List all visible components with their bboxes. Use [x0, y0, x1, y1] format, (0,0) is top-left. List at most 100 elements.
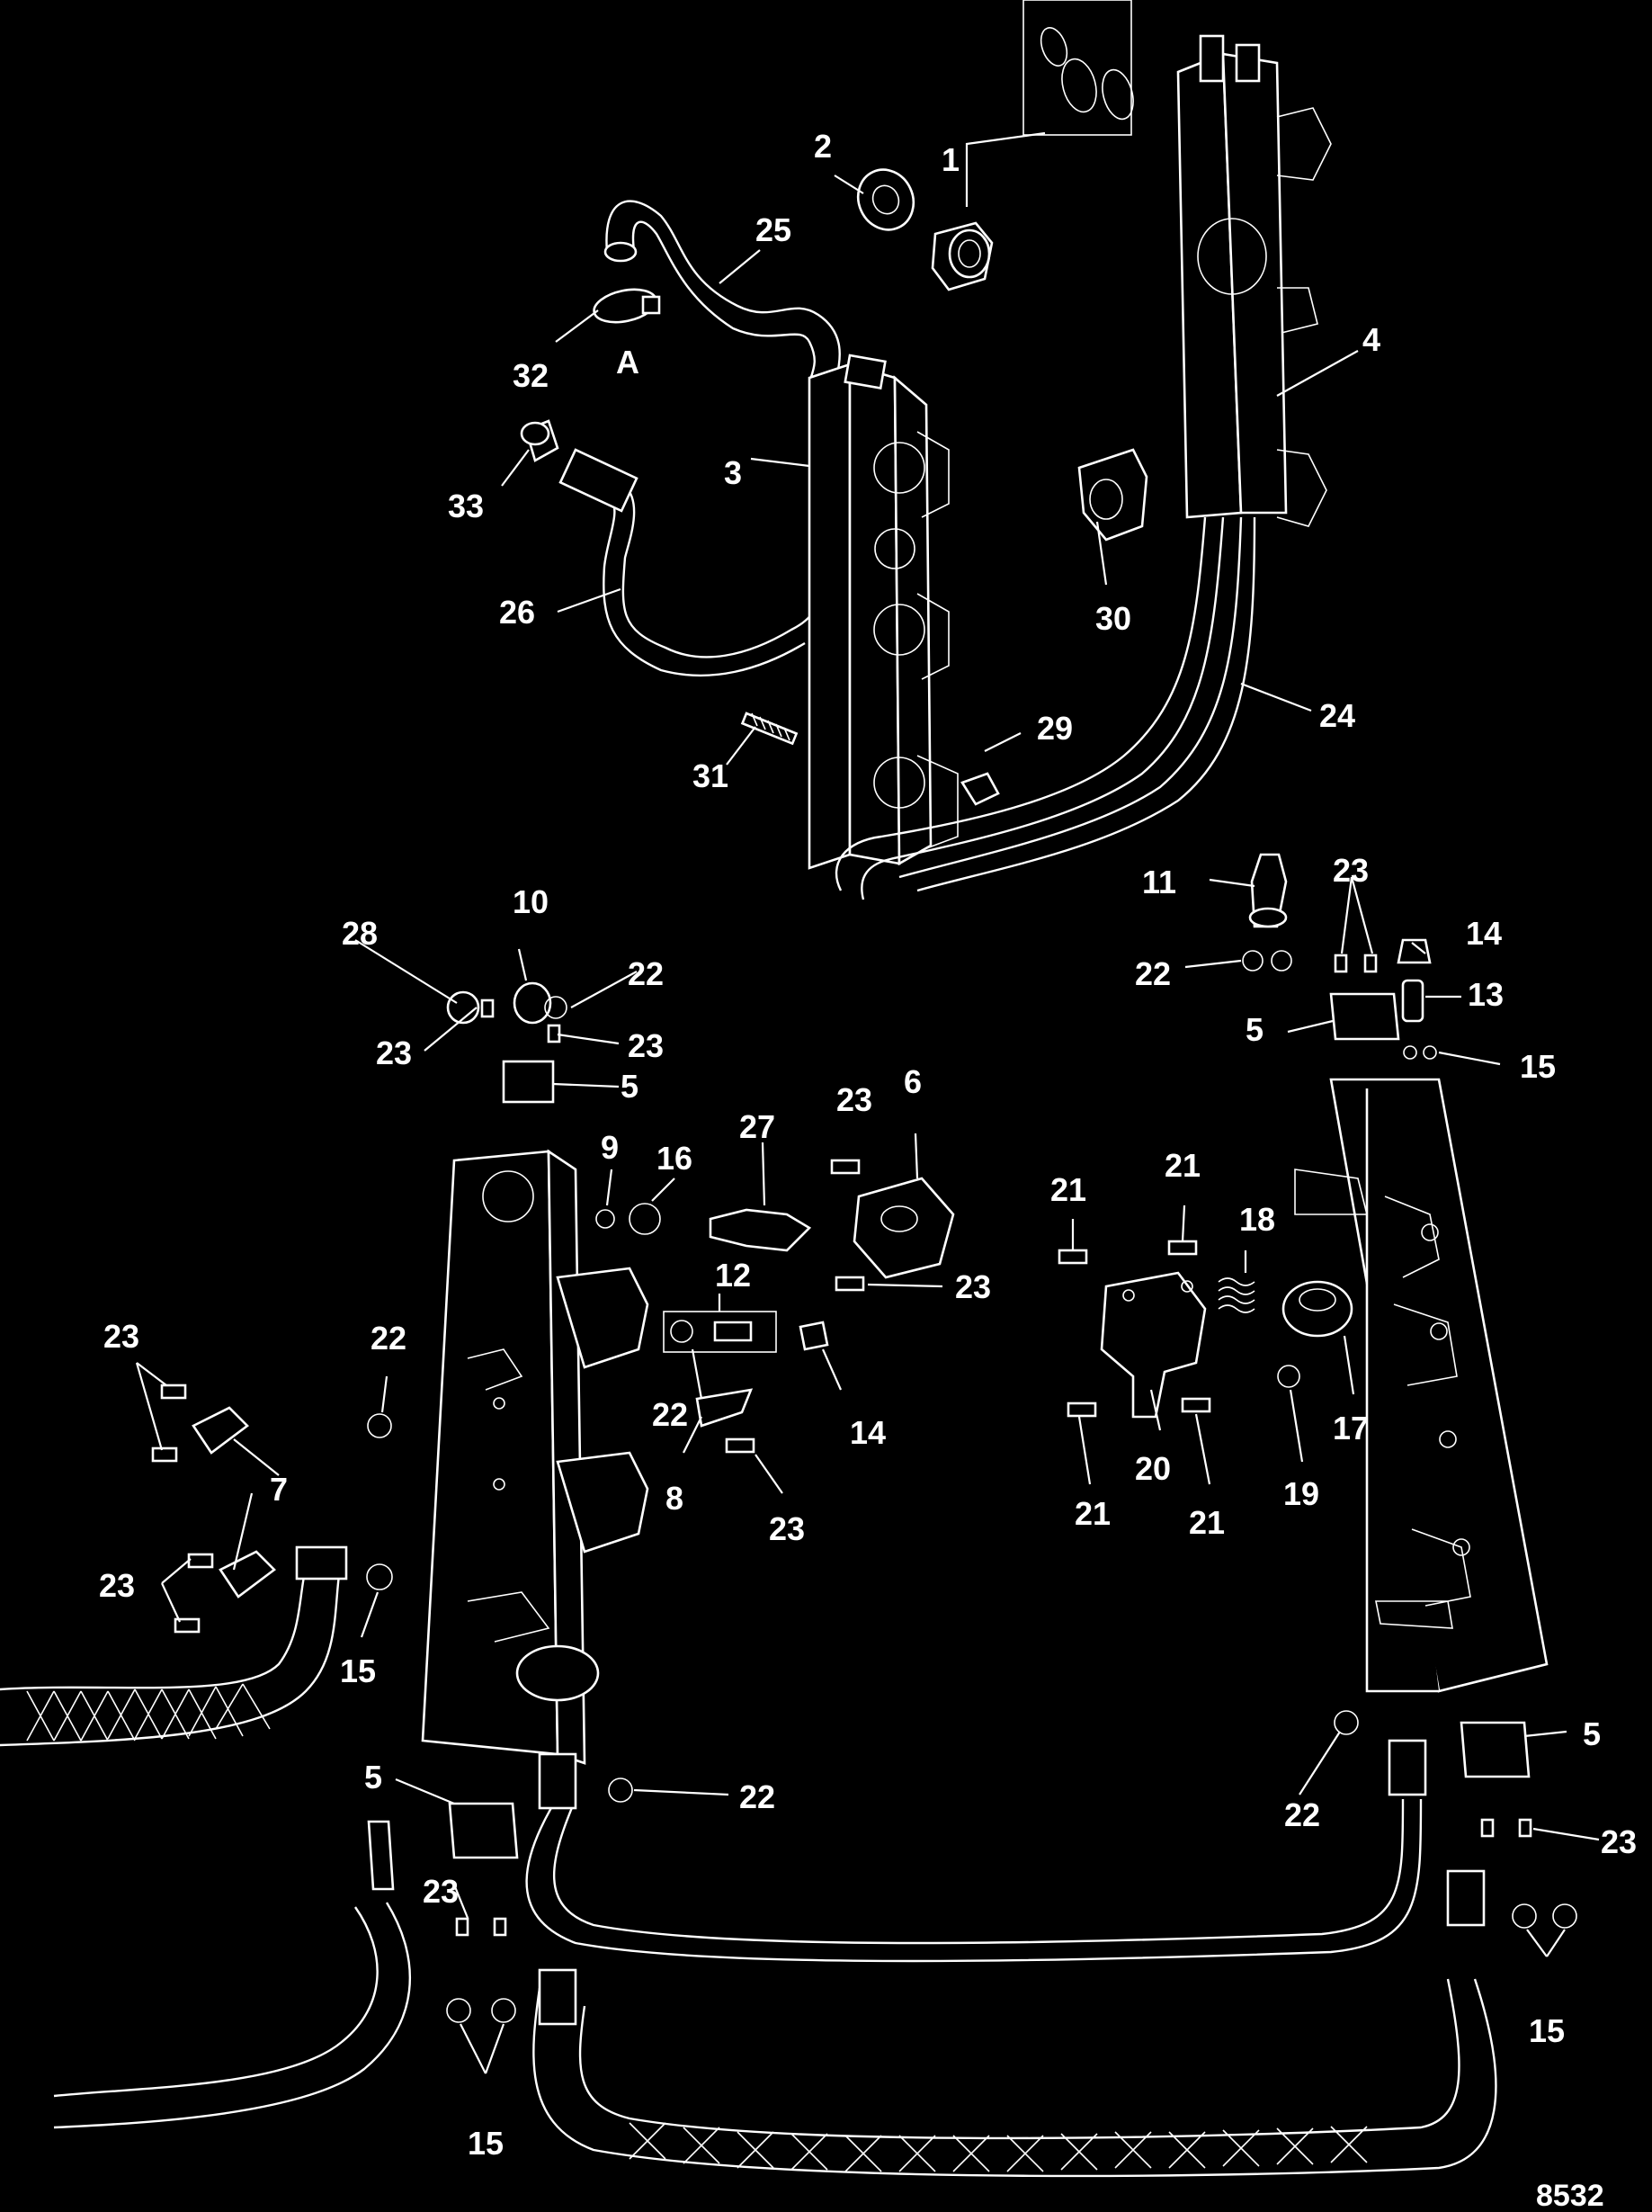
part-22-oring-top-left	[544, 996, 567, 1019]
part-3-fuel-rail	[808, 354, 959, 870]
callout-8: 8	[665, 1480, 683, 1517]
callout-23-bottom-right: 23	[1601, 1823, 1637, 1860]
callout-31: 31	[692, 757, 728, 794]
part-33-plug	[520, 419, 559, 462]
callout-5-top-left: 5	[621, 1068, 638, 1105]
part-23-screws-bottom-right	[1480, 1818, 1532, 1838]
part-13-fitting	[1401, 979, 1424, 1023]
callout-14-mid: 14	[850, 1414, 886, 1451]
part-15-orings-bottom-right	[1512, 1903, 1577, 1929]
left-fuel-rail	[421, 1060, 649, 1765]
callout-5-bottom-left: 5	[364, 1759, 382, 1796]
part-14-cap-top-right	[1397, 938, 1432, 964]
callout-15-bottom-right: 15	[1529, 2012, 1565, 2049]
right-fuel-rail	[1294, 1078, 1549, 1693]
part-17-grommet	[1281, 1280, 1353, 1338]
callout-23-mid-a: 23	[836, 1081, 872, 1118]
part-26-hose	[558, 448, 820, 677]
part-15-orings-bottom-left	[446, 1998, 516, 2023]
leader-lines	[135, 131, 1600, 2074]
part-18-spring	[1218, 1277, 1255, 1313]
part-27-injector	[709, 1208, 812, 1252]
callout-1: 1	[942, 141, 960, 178]
callout-33: 33	[448, 488, 484, 524]
callout-22-bottom: 22	[739, 1778, 775, 1815]
callout-21-b: 21	[1165, 1147, 1201, 1184]
part-8-bracket	[695, 1388, 754, 1428]
part-22-oring-bottom	[608, 1778, 633, 1803]
part-15-oring-left	[366, 1563, 393, 1590]
callout-21-a: 21	[1050, 1171, 1086, 1208]
part-23-screws-mid	[830, 1159, 865, 1292]
part-23-screw-lower-mid	[725, 1437, 755, 1454]
callout-32: 32	[513, 357, 549, 394]
part-15-orings-top-right	[1403, 1045, 1437, 1060]
callout-18: 18	[1239, 1201, 1275, 1238]
callout-labels: 1 2 25 32 A 33 3 26 31 29 30 4 24 11 23 …	[99, 128, 1637, 2162]
o-ring-kit-inset	[1022, 0, 1134, 136]
callout-23-top-right: 23	[1333, 852, 1369, 889]
callout-2: 2	[814, 128, 832, 165]
part-21-screws	[1058, 1240, 1211, 1418]
callout-4: 4	[1362, 321, 1380, 358]
callout-23-left-a: 23	[103, 1318, 139, 1355]
callout-23-left-b: 23	[99, 1567, 135, 1604]
callout-12: 12	[715, 1257, 751, 1294]
callout-29: 29	[1037, 710, 1073, 747]
lower-braided-hose	[532, 1869, 1497, 2178]
callout-15-left: 15	[340, 1652, 376, 1689]
callout-15-top-right: 15	[1520, 1048, 1556, 1085]
callout-5-bottom-right: 5	[1583, 1715, 1601, 1752]
callout-26: 26	[499, 594, 535, 631]
callout-22-bottom-right: 22	[1284, 1796, 1320, 1833]
detail-label-a: A	[616, 344, 639, 381]
callout-22-mid: 22	[652, 1396, 688, 1433]
callout-24: 24	[1319, 697, 1355, 734]
part-23-screws-left	[151, 1384, 214, 1634]
part-6-cover	[853, 1177, 955, 1279]
callout-23-mid-b: 23	[955, 1268, 991, 1305]
callout-10: 10	[513, 883, 549, 920]
part-2-grommet	[856, 168, 915, 231]
callout-22-top-right: 22	[1135, 955, 1171, 992]
callout-9: 9	[601, 1129, 619, 1166]
part-22-oring-bottom-right	[1334, 1710, 1359, 1735]
callout-15-bottom-left: 15	[468, 2125, 504, 2162]
callout-13: 13	[1468, 976, 1504, 1013]
part-12-sensor-inset	[663, 1311, 777, 1353]
part-19-oring	[1277, 1365, 1300, 1388]
hose-bottom-left	[53, 1902, 411, 2129]
part-5-bracket-bottom-right	[1460, 1721, 1531, 1778]
part-1-sensor	[931, 221, 994, 291]
part-16-oring	[629, 1203, 661, 1235]
upper-return-hose	[525, 1739, 1427, 1963]
part-5-bracket-top-right	[1329, 992, 1400, 1041]
callout-20: 20	[1135, 1450, 1171, 1487]
callout-6: 6	[904, 1063, 922, 1100]
callout-11: 11	[1142, 864, 1176, 900]
callout-22-top-left: 22	[628, 955, 664, 992]
callout-19: 19	[1283, 1475, 1319, 1512]
callout-23-top-left-a: 23	[376, 1034, 412, 1071]
part-7-brackets	[192, 1406, 276, 1599]
callout-23-top-left-b: 23	[628, 1027, 664, 1064]
part-5-bracket-bottom-left	[448, 1802, 519, 1859]
part-4-fuel-rail	[1176, 34, 1332, 527]
part-25-hose	[603, 200, 841, 383]
callout-23-lower-mid: 23	[769, 1510, 805, 1547]
callout-14-top-right: 14	[1466, 915, 1502, 952]
callout-27: 27	[739, 1108, 775, 1145]
part-24-hoses	[835, 516, 1256, 900]
callout-23-bottom-left: 23	[423, 1873, 459, 1910]
part-30-bracket	[1077, 448, 1148, 542]
part-20-cover	[1100, 1271, 1207, 1419]
callout-3: 3	[724, 454, 742, 491]
part-10-cap	[513, 981, 552, 1025]
callout-21-d: 21	[1189, 1504, 1225, 1541]
part-32-clamp	[593, 288, 661, 324]
part-11-fitting	[1248, 853, 1288, 928]
part-23-screws-top-left	[480, 999, 561, 1043]
figure-number: 8532	[1536, 2179, 1604, 2212]
callout-7: 7	[270, 1471, 288, 1508]
